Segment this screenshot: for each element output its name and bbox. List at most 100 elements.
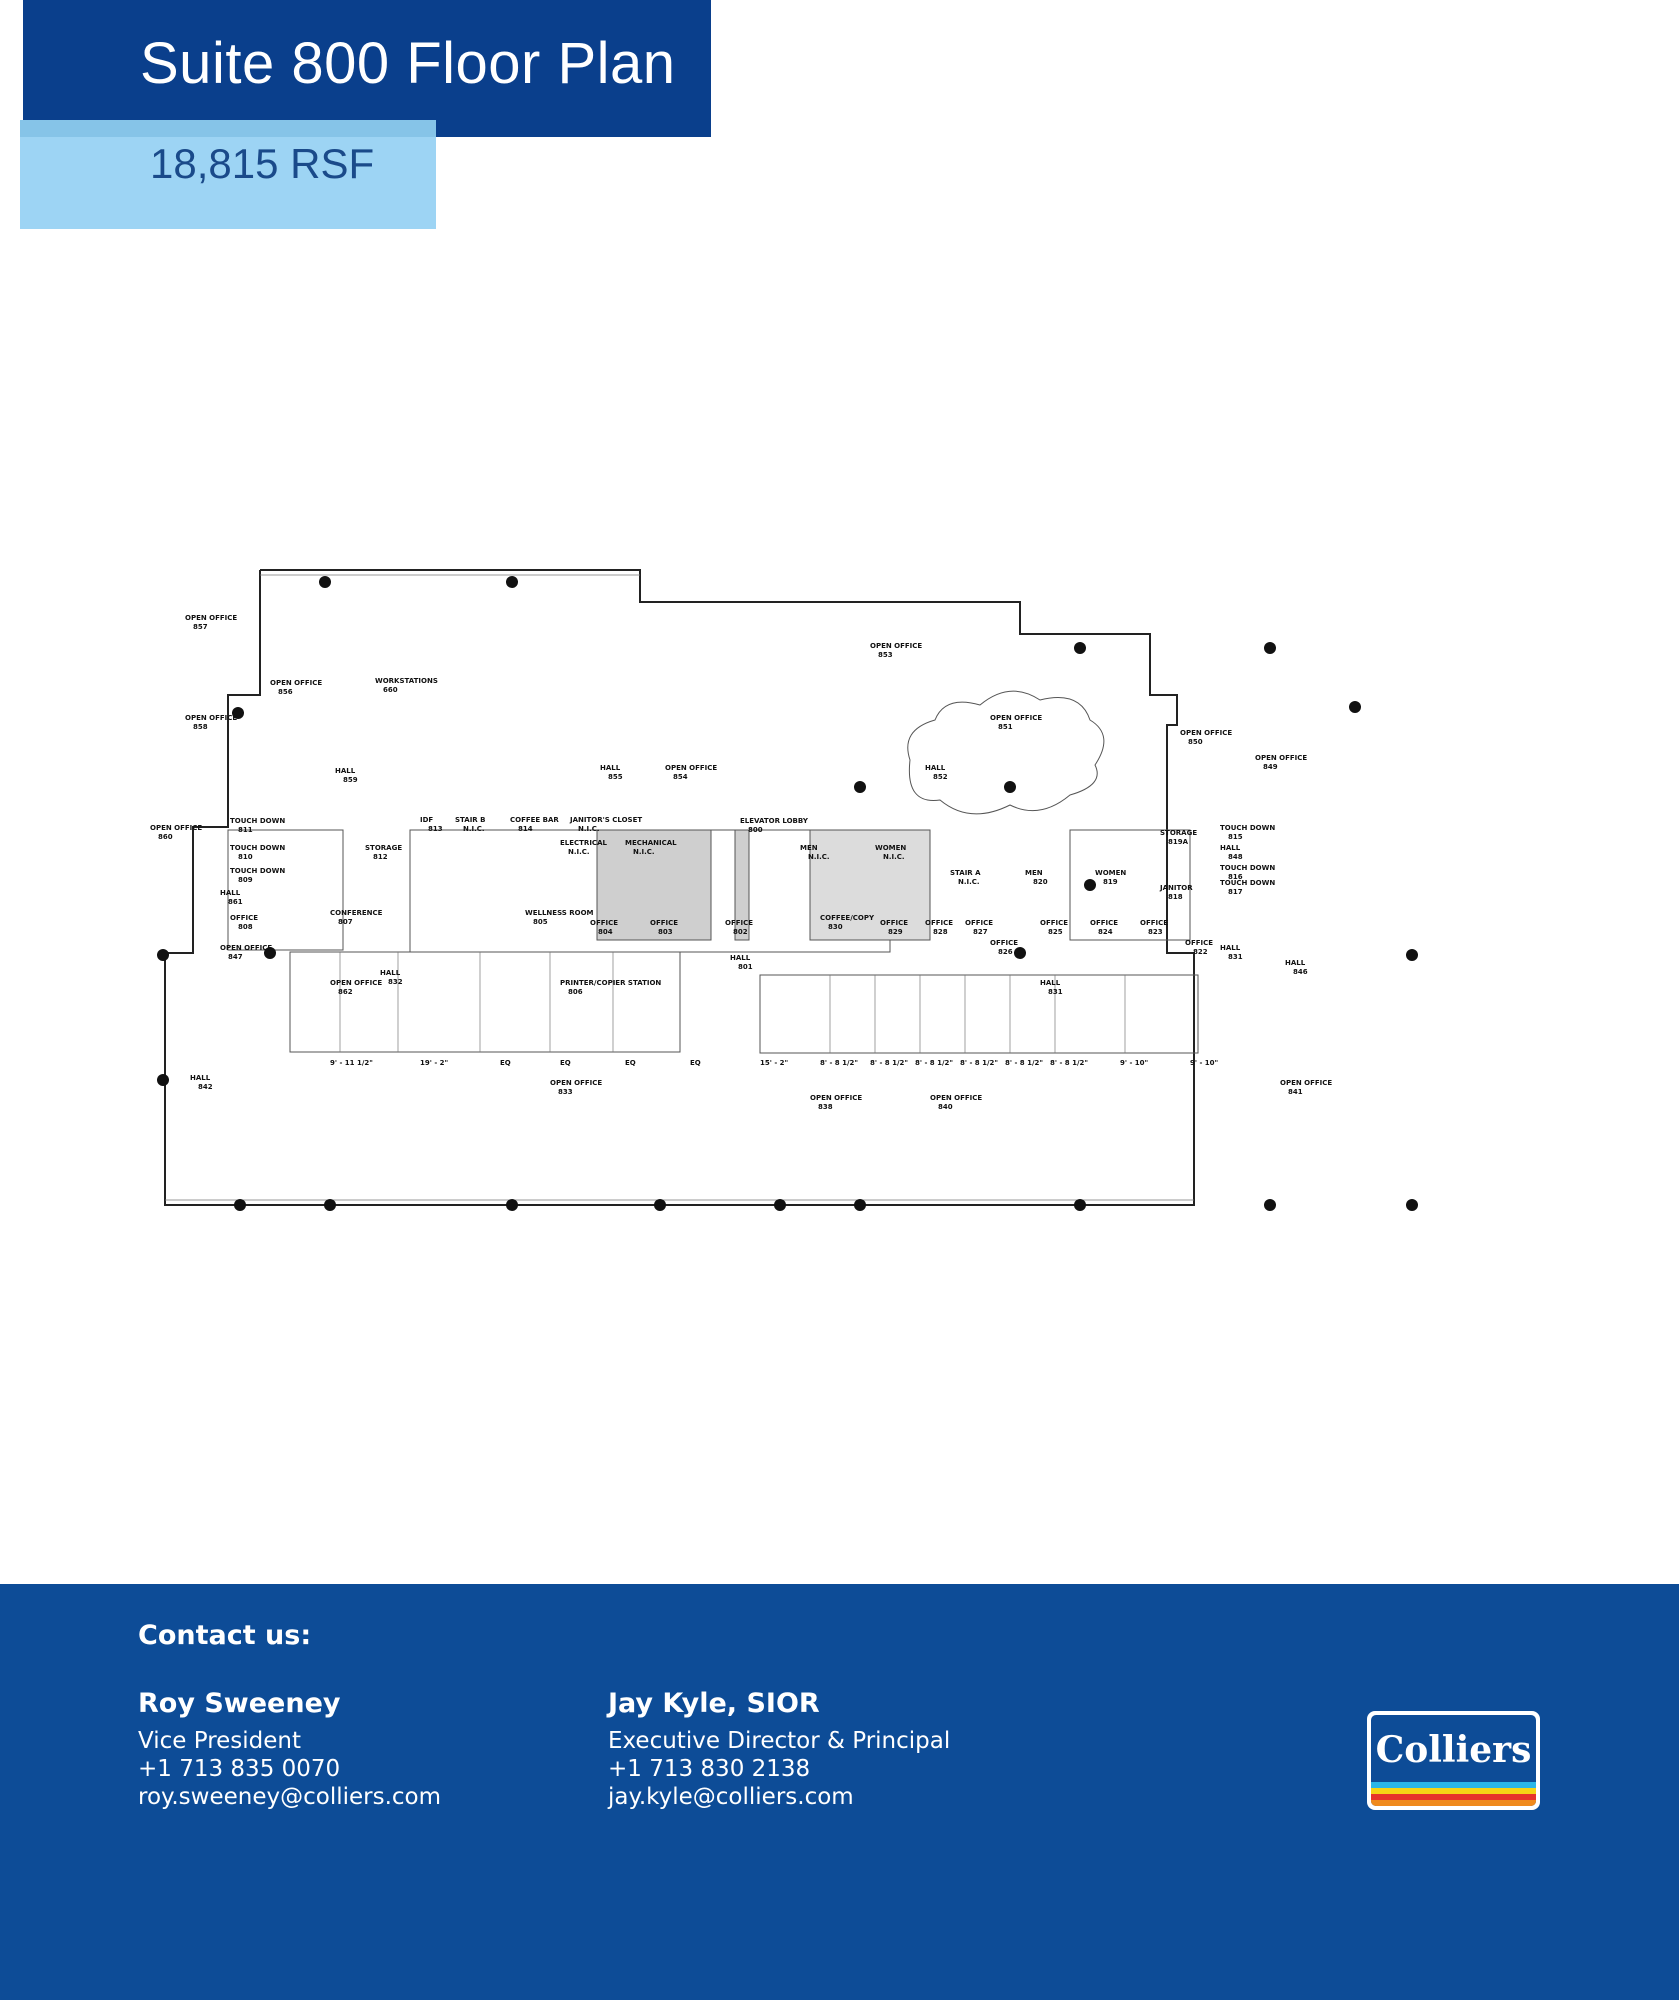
room-number-label: 819 [1103,878,1118,886]
colliers-logo: Colliers [1367,1711,1540,1810]
room-name-label: OFFICE [880,919,908,927]
room-number-label: N.I.C. [883,853,905,861]
column-marker [774,1199,786,1211]
room-number-label: 830 [828,923,843,931]
contact-phone[interactable]: +1 713 835 0070 [138,1756,341,1782]
room-name-label: JANITOR [1159,884,1193,892]
room-number-label: 810 [238,853,253,861]
contact-heading: Contact us: [138,1620,312,1651]
column-marker [234,1199,246,1211]
room-name-label: OPEN OFFICE [810,1094,862,1102]
room-number-label: 817 [1228,888,1243,896]
room-number-label: 856 [278,688,293,696]
restroom-area [809,829,931,941]
room-name-label: OPEN OFFICE [150,560,172,562]
structural-columns [157,576,1418,1211]
room-name-label: HALL [380,969,401,977]
room-name-label: HALL [600,764,621,772]
room-name-label: OFFICE [1140,919,1168,927]
room-number-label: 861 [228,898,243,906]
room-number-label: 829 [888,928,903,936]
dimension-label: 8' - 8 1/2" [1050,1059,1088,1067]
column-marker [1264,642,1276,654]
room-name-label: OFFICE [590,919,618,927]
room-number-label: N.I.C. [463,825,485,833]
contact-phone[interactable]: +1 713 830 2138 [608,1756,811,1782]
room-number-label: 827 [973,928,988,936]
room-name-label: TOUCH DOWN [230,844,285,852]
room-number-label: 824 [1098,928,1113,936]
room-number-label: 857 [193,623,208,631]
room-name-label: MEN [1025,869,1043,877]
building-outline [164,569,1195,1206]
rsf-banner [20,120,436,229]
contact-title: Vice President [138,1728,302,1754]
room-name-label: MEN [800,844,818,852]
contact-email[interactable]: roy.sweeney@colliers.com [138,1784,442,1810]
room-number-label: 802 [733,928,748,936]
room-name-label: HALL [1220,844,1241,852]
column-marker [1014,947,1026,959]
room-number-label: 850 [1188,738,1203,746]
mechanical-area [596,829,712,941]
room-name-label: OFFICE [650,919,678,927]
dimension-label: 15' - 2" [760,1059,788,1067]
column-marker [1264,1199,1276,1211]
dimension-label: 8' - 8 1/2" [820,1059,858,1067]
room-number-label: 811 [238,826,253,834]
room-number-label: N.I.C. [958,878,980,886]
room-name-label: OPEN OFFICE [1180,729,1232,737]
room-number-label: 826 [998,948,1013,956]
room-name-label: ELECTRICAL [560,839,607,847]
contact-title: Executive Director & Principal [608,1728,951,1754]
room-name-label: WORKSTATIONS [375,677,438,685]
contact-card-roy-sweeney: Roy Sweeney Vice President +1 713 835 00… [138,1688,441,1811]
room-number-label: 848 [1228,853,1243,861]
room-number-label: 819A [1168,838,1189,846]
room-number-label: 804 [598,928,613,936]
column-marker [157,1074,169,1086]
logo-wordmark: Colliers [1375,1729,1532,1771]
room-name-label: OPEN OFFICE [330,979,382,987]
room-name-label: IDF [420,816,433,824]
room-number-label: 814 [518,825,533,833]
dimension-label: EQ [560,1059,571,1067]
room-name-label: TOUCH DOWN [1220,879,1275,887]
column-marker [319,576,331,588]
room-name-label: PRINTER/COPIER STATION [560,979,661,987]
contact-name: Roy Sweeney [138,1688,341,1719]
room-number-label: 838 [818,1103,833,1111]
contact-email[interactable]: jay.kyle@colliers.com [608,1784,854,1810]
room-number-label: 801 [738,963,753,971]
room-name-label: WOMEN [1095,869,1126,877]
room-name-label: COFFEE/COPY [820,914,875,922]
dimension-label: EQ [500,1059,511,1067]
dimension-label: 8' - 8 1/2" [960,1059,998,1067]
room-number-label: 800 [748,826,763,834]
room-name-label: HALL [335,767,356,775]
room-name-label: OFFICE [925,919,953,927]
column-marker [324,1199,336,1211]
contact-card-jay-kyle: Jay Kyle, SIOR Executive Director & Prin… [608,1688,950,1811]
dimension-label: 8' - 8 1/2" [1005,1059,1043,1067]
room-number-label: 660 [383,686,398,694]
room-number-label: N.I.C. [568,848,590,856]
room-name-label: HALL [190,1074,211,1082]
room-number-label: 822 [1193,948,1208,956]
room-number-label: 813 [428,825,443,833]
office-row-west [289,951,681,1053]
room-name-label: OFFICE [990,939,1018,947]
room-name-label: TOUCH DOWN [1220,864,1275,872]
room-number-label: 858 [193,723,208,731]
room-name-label: WOMEN [875,844,906,852]
room-number-label: 818 [1168,893,1183,901]
room-name-label: ELEVATOR LOBBY [740,817,809,825]
room-name-label: OFFICE [1185,939,1213,947]
room-number-label: 803 [658,928,673,936]
dimension-label: 19' - 2" [420,1059,448,1067]
column-marker [1074,1199,1086,1211]
room-name-label: OPEN OFFICE [870,642,922,650]
room-number-label: 806 [568,988,583,996]
